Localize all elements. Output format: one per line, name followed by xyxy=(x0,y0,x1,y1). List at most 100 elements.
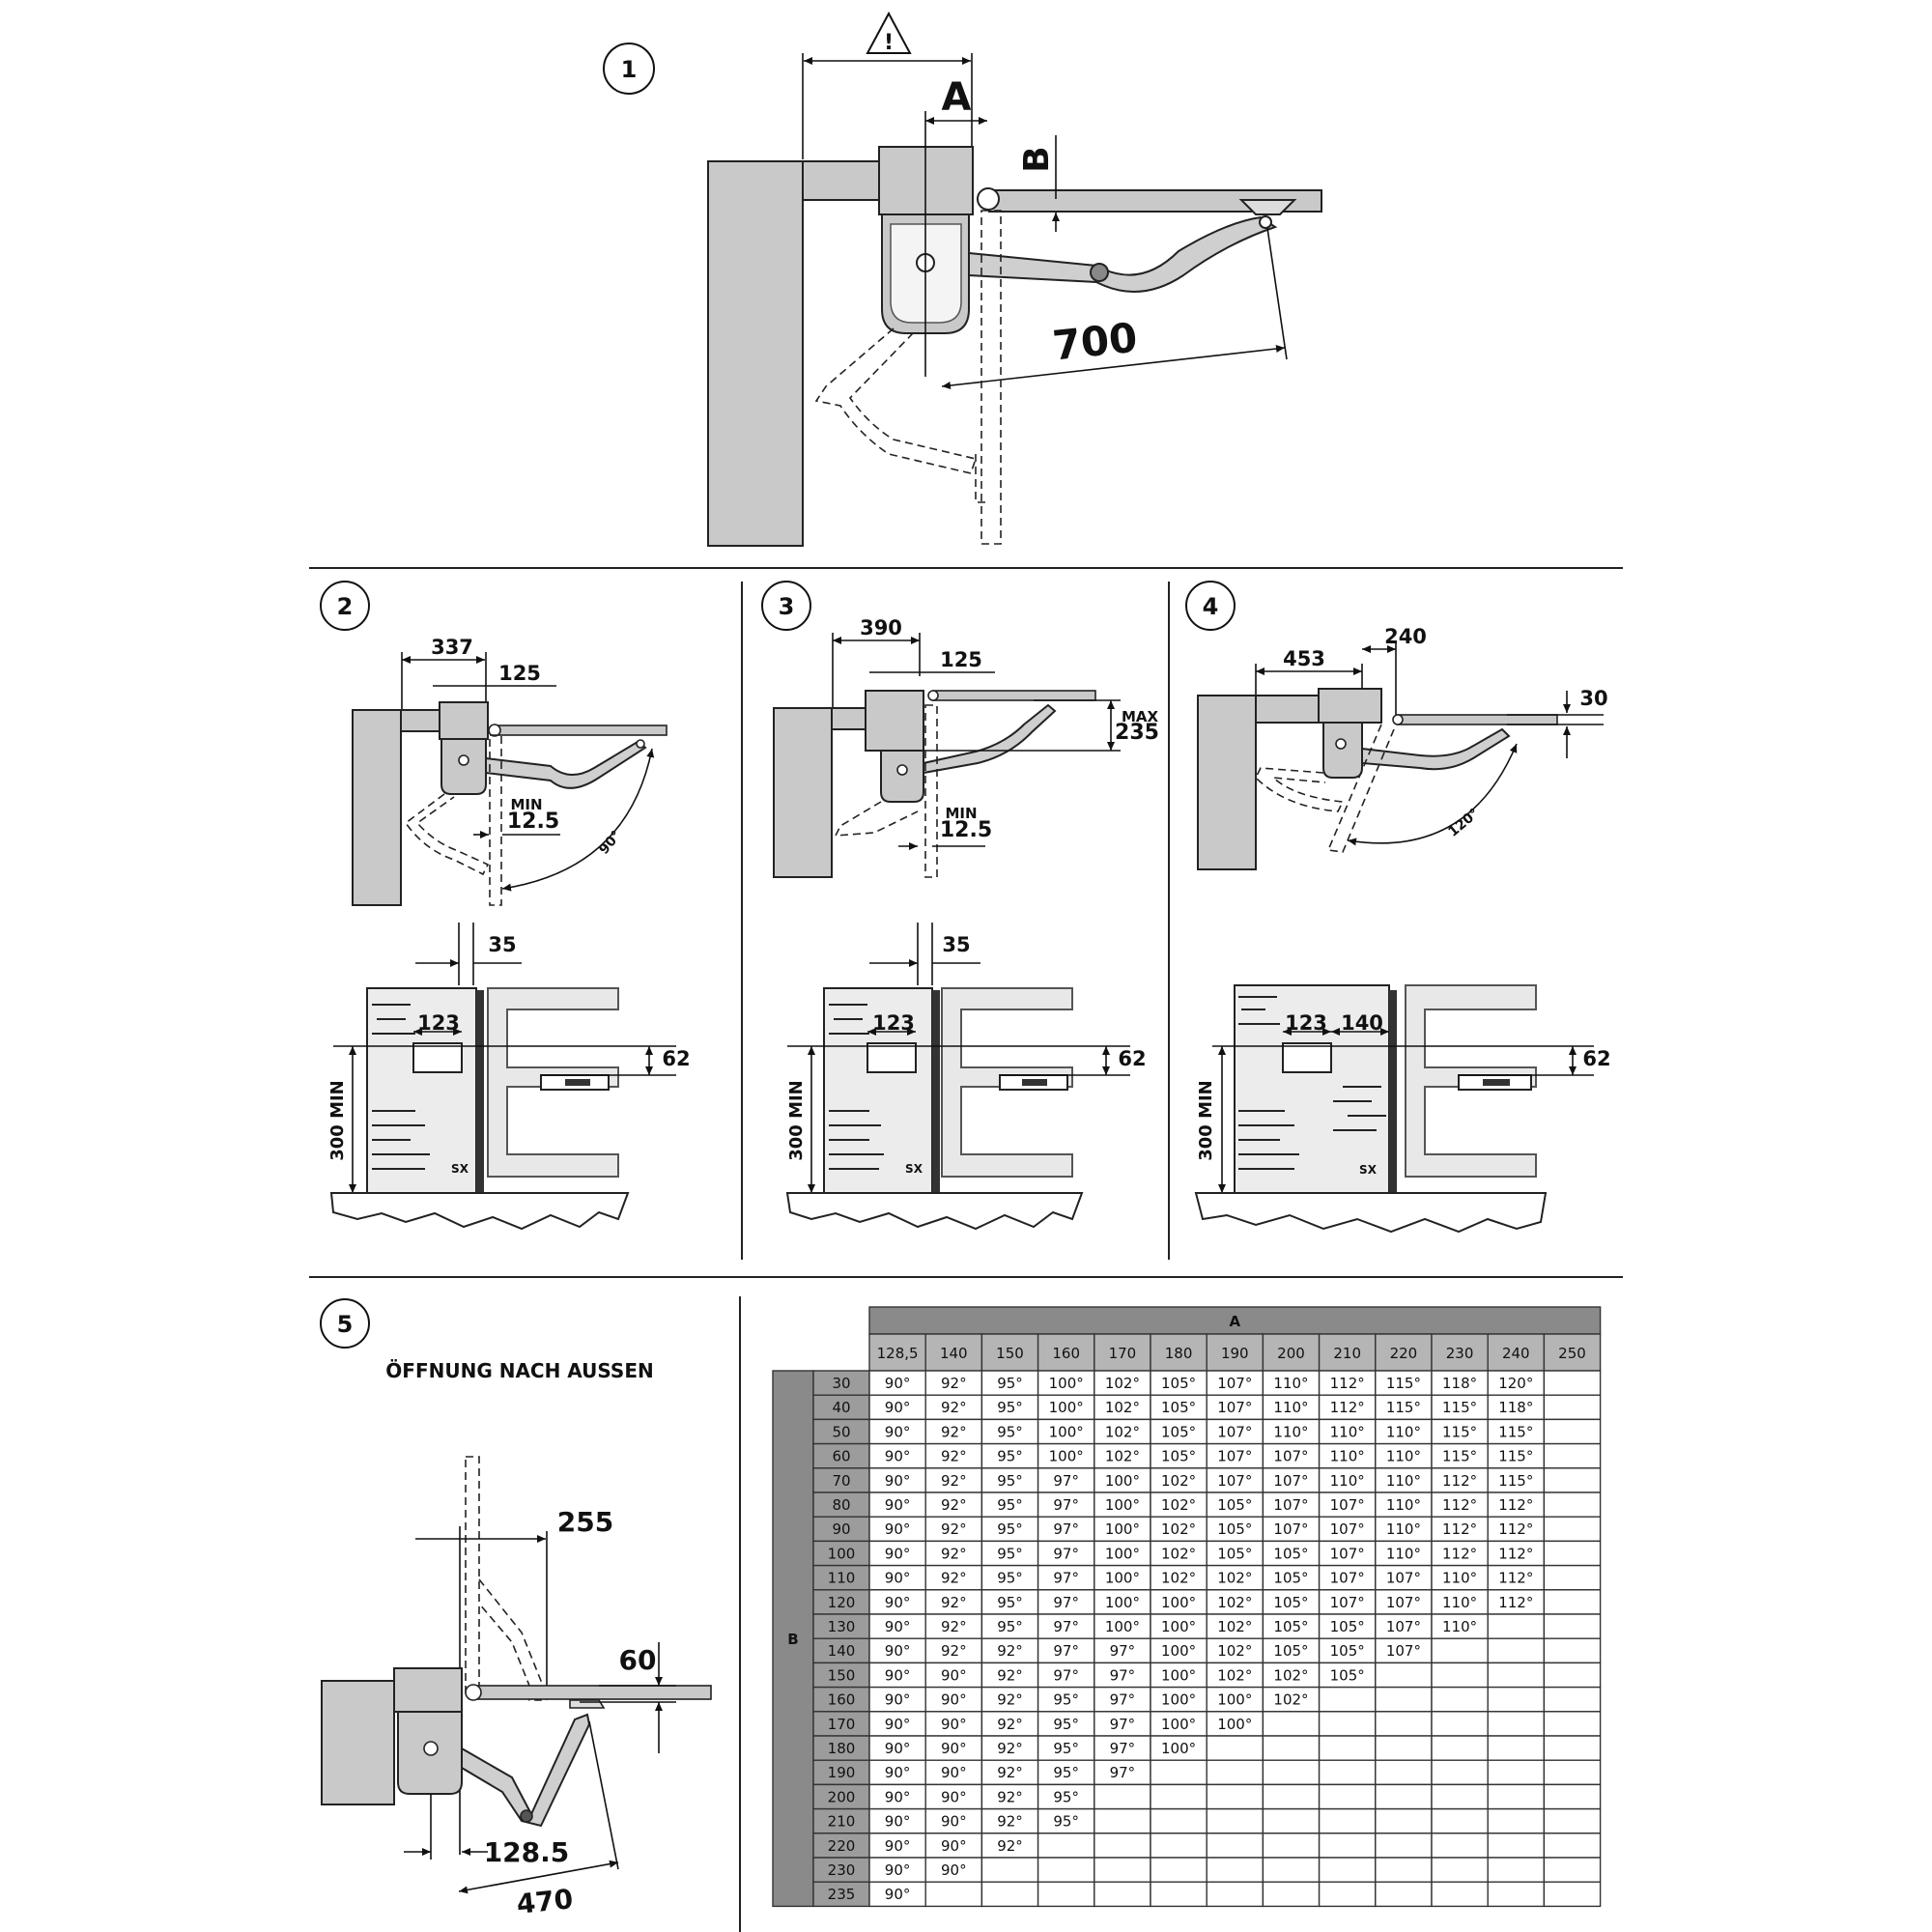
motor-head xyxy=(393,1667,463,1713)
table-cell-value: 115° xyxy=(1386,1399,1421,1416)
table-cell xyxy=(1431,1881,1489,1908)
table-cell xyxy=(1206,1516,1264,1543)
table-cell xyxy=(1431,1637,1489,1664)
table-cell xyxy=(1150,1711,1208,1737)
table-row-header-label: 150 xyxy=(828,1666,856,1684)
table-cell-value: 107° xyxy=(1386,1570,1421,1587)
table-cell-value: 110° xyxy=(1386,1496,1421,1514)
table-cell-value: 105° xyxy=(1273,1618,1308,1635)
table-cell-value: 92° xyxy=(941,1496,967,1514)
arm-open-dashed xyxy=(814,327,978,474)
table-cell xyxy=(1487,1686,1546,1713)
table-cell xyxy=(1262,1807,1321,1834)
table-col-header-label: 190 xyxy=(1221,1345,1249,1362)
table-cell-value: 105° xyxy=(1273,1570,1308,1587)
min-value: 12.5 xyxy=(940,818,992,842)
table-cell-value: 95° xyxy=(997,1618,1023,1635)
table-cell-value: 100° xyxy=(1105,1594,1140,1611)
table-cell xyxy=(1262,1370,1321,1396)
table-row-header xyxy=(812,1442,870,1469)
gate-bracket xyxy=(1238,199,1297,215)
dim-123: 123 xyxy=(872,1011,915,1035)
table-cell xyxy=(1037,1442,1095,1469)
gate-leaf xyxy=(1397,714,1558,725)
table-cell xyxy=(1150,1857,1208,1883)
table-cell-value: 102° xyxy=(1273,1666,1308,1684)
fixing-plate xyxy=(867,1042,917,1073)
table-cell xyxy=(1431,1442,1489,1469)
table-row-header-label: 180 xyxy=(828,1740,856,1757)
hinge xyxy=(465,1684,482,1701)
table-cell xyxy=(980,1637,1039,1664)
arm-slot xyxy=(1483,1079,1510,1086)
table-row-header-label: 120 xyxy=(828,1594,856,1611)
label-a: A xyxy=(942,75,972,120)
table-cell-value: 105° xyxy=(1161,1423,1196,1440)
table-cell-value: 92° xyxy=(941,1642,967,1660)
panel-2: 2 337 125 MIN 12.5 90° 35 xyxy=(320,581,691,1231)
table-cell xyxy=(1375,1783,1433,1810)
table-cell-value: 92° xyxy=(997,1716,1023,1733)
table-cell xyxy=(1543,1370,1602,1396)
angle-arc xyxy=(1347,743,1518,846)
gate-leaf xyxy=(494,724,668,736)
dim-123: 123 xyxy=(1285,1011,1327,1035)
table-row-header xyxy=(812,1637,870,1664)
arm-closed xyxy=(461,1713,591,1828)
table-cell xyxy=(980,1807,1039,1834)
table-row-header-label: 100 xyxy=(828,1545,856,1562)
table-cell-value: 110° xyxy=(1386,1545,1421,1562)
table-row-group-header xyxy=(772,1370,814,1908)
table-cell-value: 90° xyxy=(885,1666,911,1684)
bracket xyxy=(802,160,881,201)
table-cell xyxy=(1431,1807,1489,1834)
brick-lines xyxy=(372,1004,430,1170)
table-cell-value: 105° xyxy=(1273,1642,1308,1660)
panel-4: 4 453 240 30 120° xyxy=(1185,581,1611,1234)
table-row-header xyxy=(812,1492,870,1518)
panel-5-number: 5 xyxy=(337,1311,354,1338)
table-cell-value: 100° xyxy=(1105,1472,1140,1490)
bracket xyxy=(400,709,440,732)
table-cell-value: 100° xyxy=(1105,1520,1140,1538)
table-cell-value: 107° xyxy=(1273,1520,1308,1538)
table-cell xyxy=(1318,1881,1377,1908)
table-cell xyxy=(980,1857,1039,1883)
table-cell-value: 97° xyxy=(1053,1520,1079,1538)
table-cell xyxy=(1206,1370,1264,1396)
table-cell xyxy=(1262,1637,1321,1664)
table-cell xyxy=(1487,1735,1546,1761)
dim-390: 390 xyxy=(860,616,902,639)
table-cell-value: 105° xyxy=(1217,1496,1252,1514)
panel-3-badge xyxy=(761,581,811,631)
table-cell-value: 90° xyxy=(885,1496,911,1514)
table-cell xyxy=(1543,1857,1602,1883)
ground xyxy=(329,1192,630,1231)
motor-shaft xyxy=(896,764,908,776)
table-cell-value: 112° xyxy=(1498,1570,1533,1587)
table-cell xyxy=(1318,1807,1377,1834)
table-cell-value: 90° xyxy=(885,1716,911,1733)
table-row-header-label: 110 xyxy=(828,1570,856,1587)
table-cell xyxy=(1318,1394,1377,1421)
table-cell xyxy=(1262,1418,1321,1445)
table-cell xyxy=(1150,1783,1208,1810)
table-cell xyxy=(1487,1662,1546,1689)
table-cell-value: 105° xyxy=(1217,1520,1252,1538)
dim-470: 470 xyxy=(515,1883,575,1920)
table-cell xyxy=(924,1735,983,1761)
table-cell-value: 107° xyxy=(1273,1472,1308,1490)
table-cell xyxy=(1431,1833,1489,1859)
table-cell-value: 97° xyxy=(1053,1570,1079,1587)
table-cell-value: 95° xyxy=(997,1545,1023,1562)
pillar-edge xyxy=(1389,990,1397,1198)
table-cell-value: 100° xyxy=(1161,1618,1196,1635)
ground xyxy=(785,1192,1084,1231)
angle-120: 120° xyxy=(1445,806,1482,840)
table-row-header-label: 130 xyxy=(828,1618,856,1635)
table-cell-value: 95° xyxy=(997,1594,1023,1611)
